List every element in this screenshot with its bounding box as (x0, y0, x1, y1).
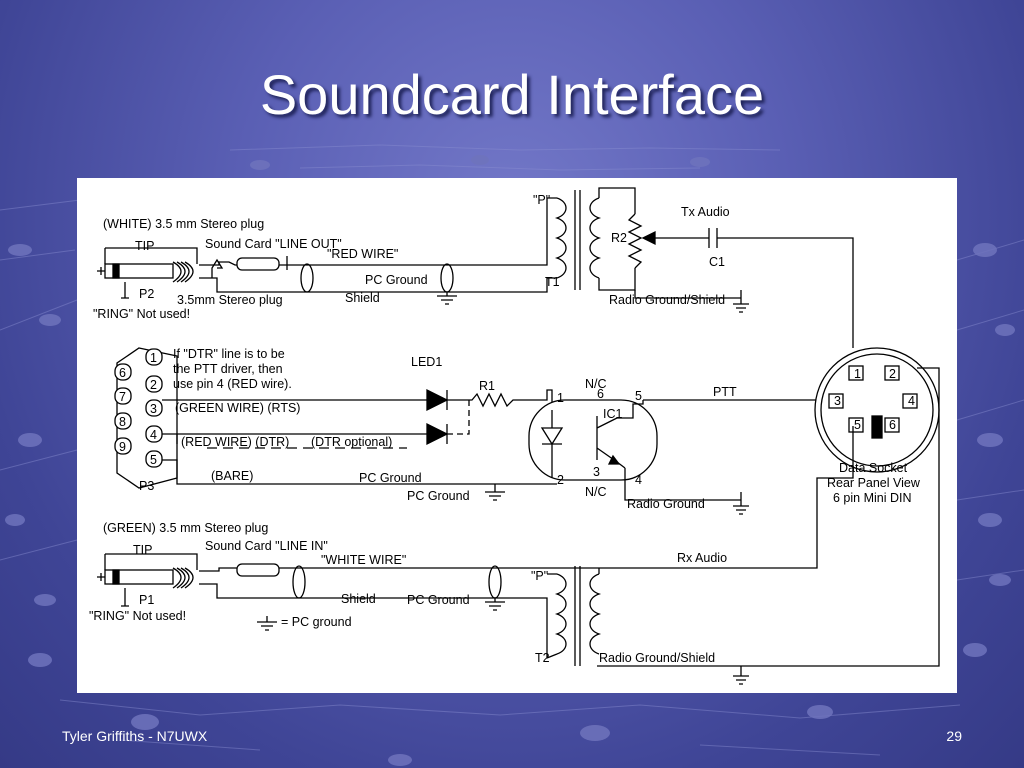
dtr-note-line-1: If "DTR" line is to be (173, 347, 285, 361)
dtr-optional-label: (DTR optional) (311, 435, 392, 449)
ptt-label: PTT (713, 385, 737, 399)
t2-transformer (554, 566, 602, 666)
p3-pin-4: 4 (150, 428, 157, 442)
p2-stereo-label: 3.5mm Stereo plug (177, 293, 283, 307)
p1-ground-wire (199, 583, 548, 658)
t2-p-label: "P" (531, 569, 548, 583)
p2-wire-label: "RED WIRE" (327, 247, 398, 261)
p3-ground-label-2: PC Ground (407, 489, 470, 503)
schematic-diagram: (WHITE) 3.5 mm Stereo plug TIP Sound Car… (89, 187, 940, 685)
din-pin-6: 6 (889, 418, 896, 432)
rx-audio-label: Rx Audio (677, 551, 727, 565)
p2-plug-label: (WHITE) 3.5 mm Stereo plug (103, 217, 264, 231)
p2-plug (97, 247, 198, 283)
p2-ground-wire (199, 277, 557, 293)
mini-din-socket (814, 347, 940, 473)
led1-label: LED1 (411, 355, 442, 369)
t2-ground-label: Radio Ground/Shield (599, 651, 715, 665)
ic1-pin-6: 6 (597, 387, 604, 401)
dtr-note-line-3: use pin 4 (RED wire). (173, 377, 292, 391)
r2-label: R2 (611, 231, 627, 245)
bare-wire (162, 459, 557, 485)
dtr-note-line-2: the PTT driver, then (173, 362, 283, 376)
r1-label: R1 (479, 379, 495, 393)
t1-p-label: "P" (533, 193, 550, 207)
t1-name-label: T1 (545, 275, 560, 289)
p1-ring-label: "RING" Not used! (89, 609, 186, 623)
din-pin-5: 5 (854, 418, 861, 432)
p3-pin-6: 6 (119, 366, 126, 380)
din-pin-3: 3 (834, 394, 841, 408)
p2-tip-label: TIP (135, 239, 154, 253)
p2-ground-label: PC Ground (365, 273, 428, 287)
slide-title: Soundcard Interface (259, 63, 765, 126)
p2-name-label: P2 (139, 287, 154, 301)
bare-label: (BARE) (211, 469, 253, 483)
din-label-2: Rear Panel View (827, 476, 921, 490)
nc-top-label: N/C (585, 377, 607, 391)
din-label-1: Data Socket (839, 461, 908, 475)
ic1-pin-1: 1 (557, 391, 564, 405)
p1-plug-label: (GREEN) 3.5 mm Stereo plug (103, 521, 268, 535)
pc-ground-legend: = PC ground (281, 615, 352, 629)
din-label-3: 6 pin Mini DIN (833, 491, 912, 505)
t1-ground-label: Radio Ground/Shield (609, 293, 725, 307)
p3-pin-2: 2 (150, 378, 157, 392)
dtr-label: (RED WIRE) (DTR) (181, 435, 289, 449)
din-pin-2: 2 (889, 367, 896, 381)
p3-pin-8: 8 (119, 415, 126, 429)
p1-shield-label: Shield (341, 592, 376, 606)
p3-ground-label: PC Ground (359, 471, 422, 485)
p3-db9-connector (114, 347, 178, 489)
p2-soundcard-label: Sound Card "LINE OUT" (205, 237, 342, 251)
ic1-label: IC1 (603, 407, 623, 421)
p1-plug (97, 553, 198, 589)
p2-ring-label: "RING" Not used! (93, 307, 190, 321)
page-number: 29 (946, 728, 962, 744)
schematic-panel: (WHITE) 3.5 mm Stereo plug TIP Sound Car… (77, 178, 957, 693)
p3-pin-5: 5 (150, 453, 157, 467)
ic1-pin-5: 5 (635, 389, 642, 403)
p1-name-label: P1 (139, 593, 154, 607)
rts-label: (GREEN WIRE) (RTS) (175, 401, 300, 415)
p3-pin-7: 7 (119, 390, 126, 404)
radio-ground-label: Radio Ground (627, 497, 705, 511)
p3-name-label: P3 (139, 479, 154, 493)
p3-pin-1: 1 (150, 351, 157, 365)
p3-pin-3: 3 (150, 402, 157, 416)
t1-transformer (554, 190, 602, 290)
ic1-optocoupler (528, 399, 658, 481)
p2-shield-label: Shield (345, 291, 380, 305)
p1-wire-label: "WHITE WIRE" (321, 553, 406, 567)
p1-soundcard-label: Sound Card "LINE IN" (205, 539, 328, 553)
tx-audio-label: Tx Audio (681, 205, 730, 219)
ic1-pin-3: 3 (593, 465, 600, 479)
din-pin-4: 4 (908, 394, 915, 408)
p3-pin-9: 9 (119, 440, 126, 454)
ic1-pin-4: 4 (635, 473, 642, 487)
t2-name-label: T2 (535, 651, 550, 665)
p1-tip-label: TIP (133, 543, 152, 557)
p1-ground-label: PC Ground (407, 593, 470, 607)
ic1-pin-2: 2 (557, 473, 564, 487)
p2-signal-wire (199, 197, 557, 266)
footer-author: Tyler Griffiths - N7UWX (62, 728, 208, 744)
p1-signal-wire (199, 426, 854, 572)
c1-label: C1 (709, 255, 725, 269)
r2-potentiometer (627, 213, 643, 269)
nc-bottom-label: N/C (585, 485, 607, 499)
din-pin-1: 1 (854, 367, 861, 381)
